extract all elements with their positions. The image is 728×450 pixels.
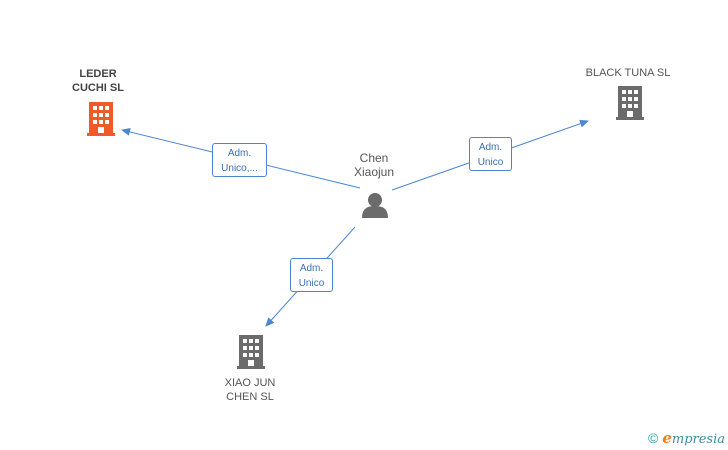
- company-icon-black-tuna[interactable]: [616, 86, 644, 120]
- edge-label-to-black-tuna[interactable]: Adm. Unico: [469, 137, 512, 171]
- company-label-xiao-jun[interactable]: XIAO JUN CHEN SL: [210, 376, 290, 404]
- role-line2: Unico,...: [221, 163, 258, 174]
- company-label-black-tuna[interactable]: BLACK TUNA SL: [578, 66, 678, 80]
- role-line2: Unico: [298, 278, 325, 289]
- brand-watermark: © empresia: [648, 428, 725, 448]
- company-icon-leder[interactable]: [87, 102, 115, 136]
- company-icon-xiao-jun[interactable]: [237, 335, 265, 369]
- company-name-line1: XIAO JUN: [224, 377, 276, 389]
- role-line1: Adm.: [299, 263, 324, 274]
- person-name-line2: Xiaojun: [353, 165, 395, 179]
- person-icon[interactable]: [362, 193, 388, 218]
- person-label[interactable]: Chen Xiaojun: [338, 151, 410, 179]
- person-name-line1: Chen: [359, 151, 389, 165]
- company-name-line1: LEDER: [79, 68, 117, 80]
- brand-logo: empresia: [662, 429, 726, 447]
- company-name-line2: CUCHI SL: [72, 82, 124, 94]
- edge-label-to-xiao-jun[interactable]: Adm. Unico: [290, 258, 333, 292]
- edge-label-to-leder[interactable]: Adm. Unico,...: [212, 143, 267, 177]
- company-name-line2: CHEN SL: [226, 391, 274, 403]
- role-line1: Adm.: [227, 148, 252, 159]
- role-line1: Adm.: [478, 142, 503, 153]
- company-label-leder[interactable]: LEDER CUCHI SL: [60, 67, 136, 95]
- role-line2: Unico: [477, 157, 504, 168]
- copyright-icon: ©: [648, 430, 659, 446]
- company-name: BLACK TUNA SL: [585, 67, 671, 79]
